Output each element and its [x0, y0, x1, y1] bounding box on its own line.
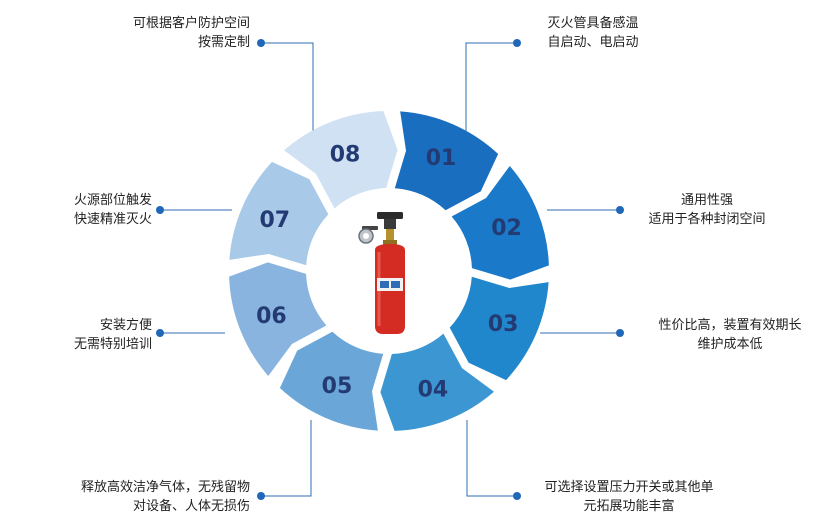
connector-line-08 [261, 42, 314, 150]
connector-dot-04 [513, 492, 521, 500]
fire-extinguisher-icon [358, 212, 405, 334]
feature-text-01: 灭火管具备感温自启动、电启动 [528, 14, 658, 52]
feature-text-line: 可选择设置压力开关或其他单 [544, 480, 714, 495]
segment-number-02: 02 [491, 216, 522, 241]
connector-dot-07 [156, 206, 164, 214]
segment-number-03: 03 [488, 312, 519, 337]
segment-08 [284, 111, 398, 209]
feature-text-line: 维护成本低 [697, 337, 763, 352]
feature-text-04: 可选择设置压力开关或其他单元拓展功能丰富 [526, 478, 732, 516]
segment-03 [449, 276, 549, 381]
center-image [358, 212, 405, 334]
feature-text-07: 火源部位触发快速精准灭火 [40, 191, 152, 229]
segment-number-05: 05 [322, 374, 353, 399]
feature-text-line: 灭火管具备感温 [547, 16, 639, 31]
feature-text-line: 元拓展功能丰富 [583, 499, 675, 514]
connector-dot-05 [257, 492, 265, 500]
segment-01 [394, 111, 499, 211]
connector-dot-03 [616, 329, 624, 337]
feature-text-line: 安装方便 [99, 318, 152, 333]
segment-number-01: 01 [426, 146, 457, 171]
feature-text-03: 性价比高，装置有效期长维护成本低 [630, 316, 830, 354]
segment-05 [279, 331, 384, 431]
connector-dot-01 [513, 39, 521, 47]
connector-line-01 [465, 42, 517, 150]
segment-number-07: 07 [259, 208, 290, 233]
feature-text-line: 自启动、电启动 [547, 35, 639, 50]
feature-text-line: 无需特别培训 [73, 337, 152, 352]
connector-dot-08 [257, 39, 265, 47]
connector-dot-06 [156, 329, 164, 337]
segment-number-08: 08 [330, 142, 361, 167]
feature-text-line: 性价比高，装置有效期长 [658, 318, 802, 333]
segment-number-04: 04 [418, 378, 449, 403]
feature-text-line: 释放高效洁净气体，无残留物 [80, 480, 250, 495]
segment-02 [451, 166, 549, 280]
connector-line-05 [261, 420, 312, 497]
segment-04 [380, 333, 494, 431]
segment-06 [229, 262, 327, 376]
feature-text-06: 安装方便无需特别培训 [40, 316, 152, 354]
feature-text-line: 可根据客户防护空间 [132, 16, 250, 31]
feature-text-line: 火源部位触发 [73, 193, 152, 208]
segment-07 [229, 161, 329, 266]
feature-text-05: 释放高效洁净气体，无残留物对设备、人体无损伤 [40, 478, 250, 516]
wheel-segments: 01 02 03 04 05 06 07 08 [229, 111, 549, 431]
feature-text-line: 按需定制 [197, 35, 250, 50]
feature-text-08: 可根据客户防护空间按需定制 [90, 14, 250, 52]
feature-text-line: 快速精准灭火 [73, 212, 152, 227]
feature-text-line: 对设备、人体无损伤 [132, 499, 250, 514]
feature-text-line: 通用性强 [680, 193, 733, 208]
feature-text-02: 通用性强适用于各种封闭空间 [632, 191, 782, 229]
feature-text-line: 适用于各种封闭空间 [648, 212, 766, 227]
segment-number-06: 06 [256, 304, 287, 329]
connector-lines [156, 39, 624, 500]
connector-line-04 [466, 420, 517, 497]
connector-dot-02 [616, 206, 624, 214]
